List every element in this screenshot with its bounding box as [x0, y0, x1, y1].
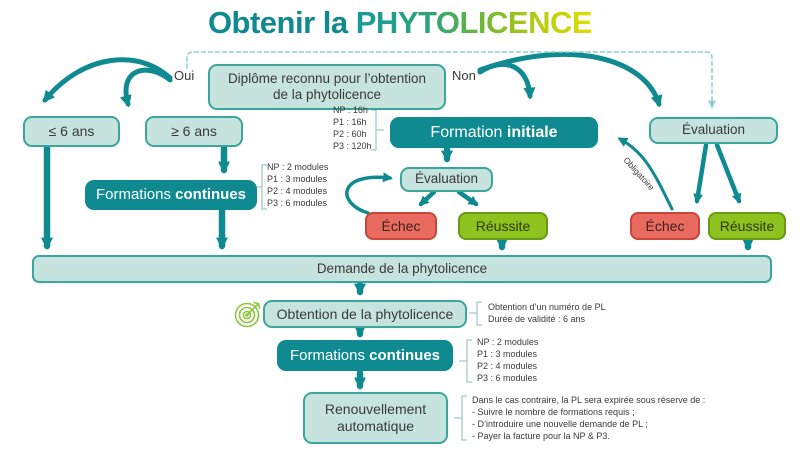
- bracket-hours-note: [371, 109, 384, 151]
- bracket-modules-bottom-note: [459, 339, 472, 383]
- arrow-non-to-formation-initiale: [477, 61, 536, 100]
- bracket-renewal-note: [454, 395, 467, 441]
- arrow-evaluation-to-echec-mid: [418, 189, 437, 207]
- bracket-obtention-note: [469, 301, 482, 326]
- formation-initiale-text: Formation initiale: [430, 123, 558, 141]
- edge-label-oui: Oui: [174, 68, 195, 83]
- page-title: Obtenir la PHYTOLICENCE: [0, 5, 800, 41]
- node-formation-initiale: Formation initiale: [390, 117, 598, 148]
- arrow-echec-retry-loop: [345, 172, 393, 215]
- formations-continues-2-text: Formations continues: [289, 346, 441, 364]
- node-reussite-mid: Réussite: [458, 212, 548, 240]
- node-echec-mid: Échec: [365, 212, 437, 240]
- arrow-non-to-evaluation-right: [477, 51, 663, 108]
- node-evaluation-right: Évaluation: [649, 117, 778, 144]
- node-le-6-ans: ≤ 6 ans: [23, 116, 120, 147]
- arrow-evaluation-right-to-echec: [693, 142, 709, 204]
- node-echec-right: Échec: [630, 212, 700, 240]
- note-modules-top: NP : 2 modules P1 : 3 modules P2 : 4 mod…: [267, 162, 329, 208]
- node-formations-continues-1: Formations continues: [85, 180, 257, 210]
- node-reussite-right: Réussite: [708, 212, 786, 240]
- note-hours: NP : 16h P1 : 16h P2 : 60h P3 : 120h: [333, 105, 372, 151]
- title-highlight: PHYTOLICENCE: [355, 5, 593, 40]
- note-renewal-conditions: Dans le cas contraire, la PL sera expiré…: [472, 395, 706, 441]
- arrow-evaluation-right-to-reussite: [714, 142, 742, 204]
- note-modules-bottom: NP : 2 modules P1 : 3 modules P2 : 4 mod…: [477, 337, 539, 383]
- node-ge-6-ans: ≥ 6 ans: [145, 116, 243, 147]
- target-dart-icon: [234, 301, 261, 328]
- node-obtention-phytolicence: Obtention de la phytolicence: [263, 300, 467, 328]
- note-obtention: Obtention d’un numéro de PL Durée de val…: [488, 302, 606, 324]
- arrow-evaluation-to-reussite-mid: [456, 189, 479, 207]
- arrow-oui-to-le6: [42, 57, 173, 103]
- formations-continues-1-text: Formations continues: [95, 186, 247, 203]
- node-demande-phytolicence: Demande de la phytolicence: [32, 255, 772, 283]
- edge-label-non: Non: [452, 68, 476, 83]
- node-diplome: Diplôme reconnu pour l’obtention de la p…: [208, 64, 446, 110]
- node-renouvellement: Renouvellement automatique: [303, 392, 448, 444]
- arrow-oui-to-ge6: [119, 67, 173, 108]
- title-prefix: Obtenir la: [207, 5, 356, 40]
- node-evaluation-mid: Évaluation: [400, 167, 493, 192]
- node-formations-continues-2: Formations continues: [277, 340, 453, 371]
- edge-label-obligatoire: Obligatoire: [621, 155, 657, 193]
